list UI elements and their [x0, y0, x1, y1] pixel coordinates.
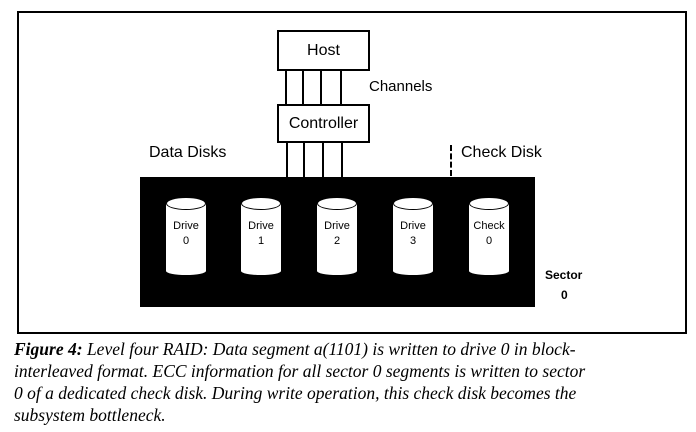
caption-line-4: subsystem bottleneck. — [14, 405, 166, 425]
caption-line-2: interleaved format. ECC information for … — [14, 361, 586, 381]
channel-line-2 — [302, 70, 304, 105]
drive-0-name: Drive — [173, 220, 199, 232]
channel-line-4 — [340, 70, 342, 105]
check-0-name: Check — [473, 220, 505, 232]
channels-label: Channels — [369, 78, 433, 95]
figure-label: Figure 4: — [14, 339, 83, 359]
drive-2-id: 2 — [333, 235, 341, 247]
host-box: Host — [277, 30, 370, 71]
channel-line-3 — [320, 70, 322, 105]
drive-channel-line-2 — [303, 142, 305, 178]
caption-line-1-text: Level four RAID: Data segment a(1101) is… — [82, 339, 576, 359]
caption-line-3: 0 of a dedicated check disk. During writ… — [14, 383, 577, 403]
drive-1-id: 1 — [257, 235, 265, 247]
drive-channel-line-3 — [322, 142, 324, 178]
caption-line-1: Figure 4: Level four RAID: Data segment … — [14, 338, 694, 360]
drive-3-cylinder-icon: Drive 3 — [393, 197, 433, 277]
drive-channel-line-1 — [286, 142, 288, 178]
sector-value: 0 — [561, 288, 568, 302]
drive-1-cylinder-icon: Drive 1 — [241, 197, 281, 277]
data-disks-label: Data Disks — [149, 144, 227, 161]
host-label: Host — [307, 41, 340, 59]
channel-line-1 — [285, 70, 287, 105]
drive-3-name: Drive — [400, 220, 426, 232]
check-disk-label: Check Disk — [461, 144, 542, 161]
drive-2-cylinder-icon: Drive 2 — [317, 197, 357, 277]
check-0-id: 0 — [485, 235, 493, 247]
drive-0-id: 0 — [182, 235, 190, 247]
figure-caption: Figure 4: Level four RAID: Data segment … — [14, 338, 694, 426]
drive-0-cylinder-icon: Drive 0 — [166, 197, 206, 277]
controller-label: Controller — [288, 114, 359, 132]
sector-label: Sector — [545, 268, 583, 282]
check-0-cylinder-icon: Check 0 — [469, 197, 509, 277]
controller-box: Controller — [277, 104, 370, 143]
drive-1-name: Drive — [248, 220, 274, 232]
drive-2-name: Drive — [324, 220, 350, 232]
drive-channel-line-4 — [341, 142, 343, 178]
drive-3-id: 3 — [409, 235, 417, 247]
check-disk-divider — [450, 145, 452, 176]
